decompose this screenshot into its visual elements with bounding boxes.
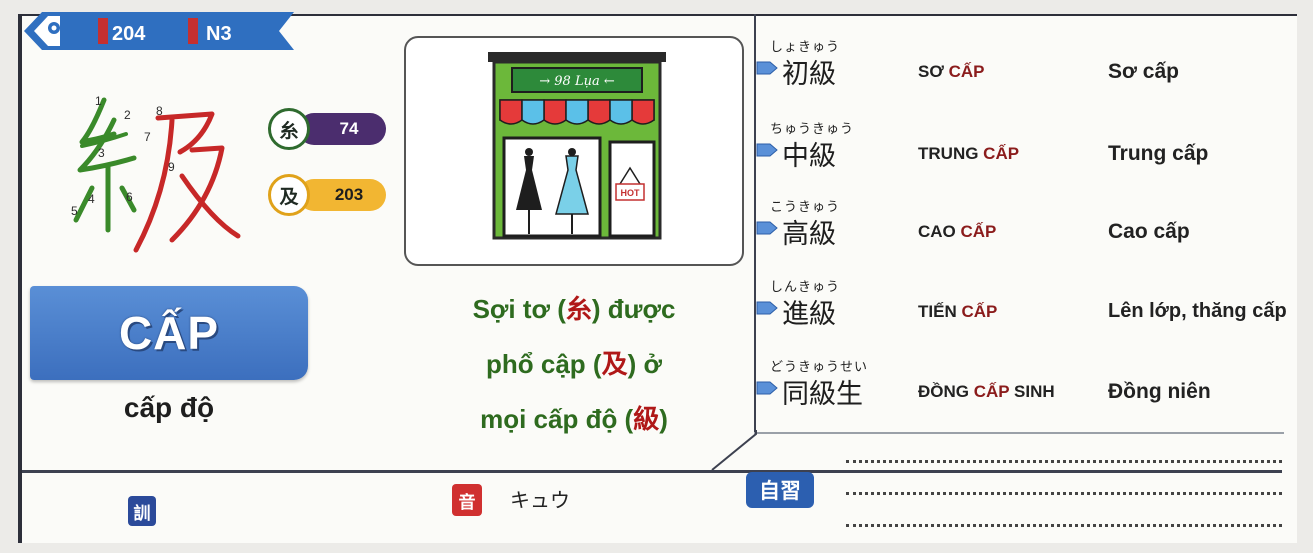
vocab-word: 高級 — [782, 219, 836, 250]
writing-line[interactable] — [846, 524, 1282, 527]
mnemonic-part: mọi cấp độ ( — [480, 404, 634, 434]
on-reading-label: 音 — [452, 484, 482, 516]
vocab-row: ちゅうきゅう 中級 TRUNG CẤP Trung cấp — [756, 118, 1296, 178]
han-highlight: CẤP — [983, 144, 1020, 163]
vocab-meaning: Trung cấp — [1108, 142, 1209, 165]
mnemonic-line: Sợi tơ (糸) được — [396, 282, 752, 337]
stroke-number: 5 — [71, 204, 78, 218]
mnemonic-kanji: 級 — [633, 405, 660, 435]
vocab-furigana: こうきゅう — [770, 200, 841, 215]
mnemonic-part: Sợi tơ ( — [472, 294, 566, 324]
han-highlight: CẤP — [960, 222, 997, 241]
han-prefix: CAO — [918, 222, 961, 241]
component-number: 203 — [298, 179, 386, 211]
mnemonic-part: ) ở — [627, 349, 662, 379]
self-study-label: 自習 — [746, 472, 814, 508]
vocab-han-viet: TRUNG CẤP — [918, 144, 1019, 164]
vocab-furigana: しんきゅう — [770, 280, 841, 295]
han-viet-box: CẤP — [30, 286, 308, 380]
stroke-number: 4 — [88, 192, 95, 206]
han-prefix: TRUNG — [918, 144, 984, 163]
on-reading-value: キュウ — [510, 488, 570, 512]
vocab-meaning: Lên lớp, thăng cấp — [1108, 300, 1287, 322]
column-divider — [754, 14, 756, 434]
vocab-furigana: どうきゅうせい — [770, 360, 869, 375]
vocab-row: しょきゅう 初級 SƠ CẤP Sơ cấp — [756, 36, 1296, 96]
arrow-marker-icon — [756, 381, 778, 395]
vocab-han-viet: TIẾN CẤP — [918, 302, 997, 322]
stroke-number: 6 — [126, 190, 133, 204]
stroke-number: 7 — [144, 130, 151, 144]
vocab-han-viet: ĐỒNG CẤP SINH — [918, 382, 1055, 402]
vocab-furigana: ちゅうきゅう — [770, 122, 855, 137]
mnemonic-part: ) được — [591, 294, 676, 324]
mnemonic-kanji: 糸 — [565, 295, 592, 325]
mnemonic-part: phổ cập ( — [486, 349, 602, 379]
han-prefix: SƠ — [918, 62, 949, 81]
vocab-word: 中級 — [782, 141, 836, 172]
vocab-meaning: Cao cấp — [1108, 220, 1190, 243]
component-number: 74 — [298, 113, 386, 145]
kun-reading-label: 訓 — [128, 496, 156, 526]
vocab-word: 初級 — [782, 59, 836, 90]
vocab-row: どうきゅうせい 同級生 ĐỒNG CẤP SINH Đồng niên — [756, 356, 1296, 416]
vocab-row: しんきゅう 進級 TIẾN CẤP Lên lớp, thăng cấp — [756, 276, 1296, 336]
vocab-row: こうきゅう 高級 CAO CẤP Cao cấp — [756, 196, 1296, 256]
mnemonic-kanji: 及 — [601, 350, 628, 380]
arrow-marker-icon — [756, 221, 778, 235]
vocab-meaning: Sơ cấp — [1108, 60, 1179, 83]
stroke-number: 2 — [124, 108, 131, 122]
vocab-word: 同級生 — [782, 379, 863, 410]
stroke-number: 3 — [98, 146, 105, 160]
divider-notch — [711, 430, 757, 471]
han-highlight: CẤP — [973, 382, 1010, 401]
jlpt-level: N3 — [206, 23, 232, 45]
vocab-meaning: Đồng niên — [1108, 380, 1211, 403]
mnemonic-part: ) — [659, 404, 668, 434]
kanji-stroke-diagram — [62, 80, 252, 260]
arrow-marker-icon — [756, 301, 778, 315]
shop-sign-text: → 98 Lụa ← — [539, 74, 615, 89]
han-suffix: SINH — [1009, 382, 1055, 401]
han-highlight: CẤP — [948, 62, 985, 81]
vocab-word: 進級 — [782, 299, 836, 330]
vietnamese-meaning: cấp độ — [123, 392, 215, 423]
vocab-bottom-divider — [754, 432, 1284, 434]
han-viet-reading: CẤP — [118, 307, 220, 359]
readings-divider — [22, 470, 1282, 473]
writing-line[interactable] — [846, 460, 1282, 463]
lesson-number: 204 — [112, 23, 146, 45]
mnemonic-line: phổ cập (及) ở — [396, 337, 752, 392]
vocab-han-viet: SƠ CẤP — [918, 62, 984, 82]
stroke-number: 8 — [156, 104, 163, 118]
component-character: 及 — [268, 174, 310, 216]
stroke-number: 9 — [168, 160, 175, 174]
mnemonic-illustration: → 98 Lụa ← HOT — [404, 36, 744, 266]
header-ribbon: 204 N3 — [24, 12, 294, 50]
vocab-furigana: しょきゅう — [770, 40, 841, 55]
writing-line[interactable] — [846, 492, 1282, 495]
mnemonic-line: mọi cấp độ (級) — [396, 392, 752, 447]
component-character: 糸 — [268, 108, 310, 150]
mnemonic-text: Sợi tơ (糸) được phổ cập (及) ở mọi cấp độ… — [396, 282, 752, 447]
han-prefix: ĐỒNG — [918, 382, 974, 401]
arrow-marker-icon — [756, 61, 778, 75]
hot-tag-text: HOT — [621, 188, 641, 198]
vocab-han-viet: CAO CẤP — [918, 222, 996, 242]
han-prefix: TIẾN — [918, 302, 962, 321]
stroke-number: 1 — [95, 94, 102, 108]
han-highlight: CẤP — [961, 302, 998, 321]
arrow-marker-icon — [756, 143, 778, 157]
